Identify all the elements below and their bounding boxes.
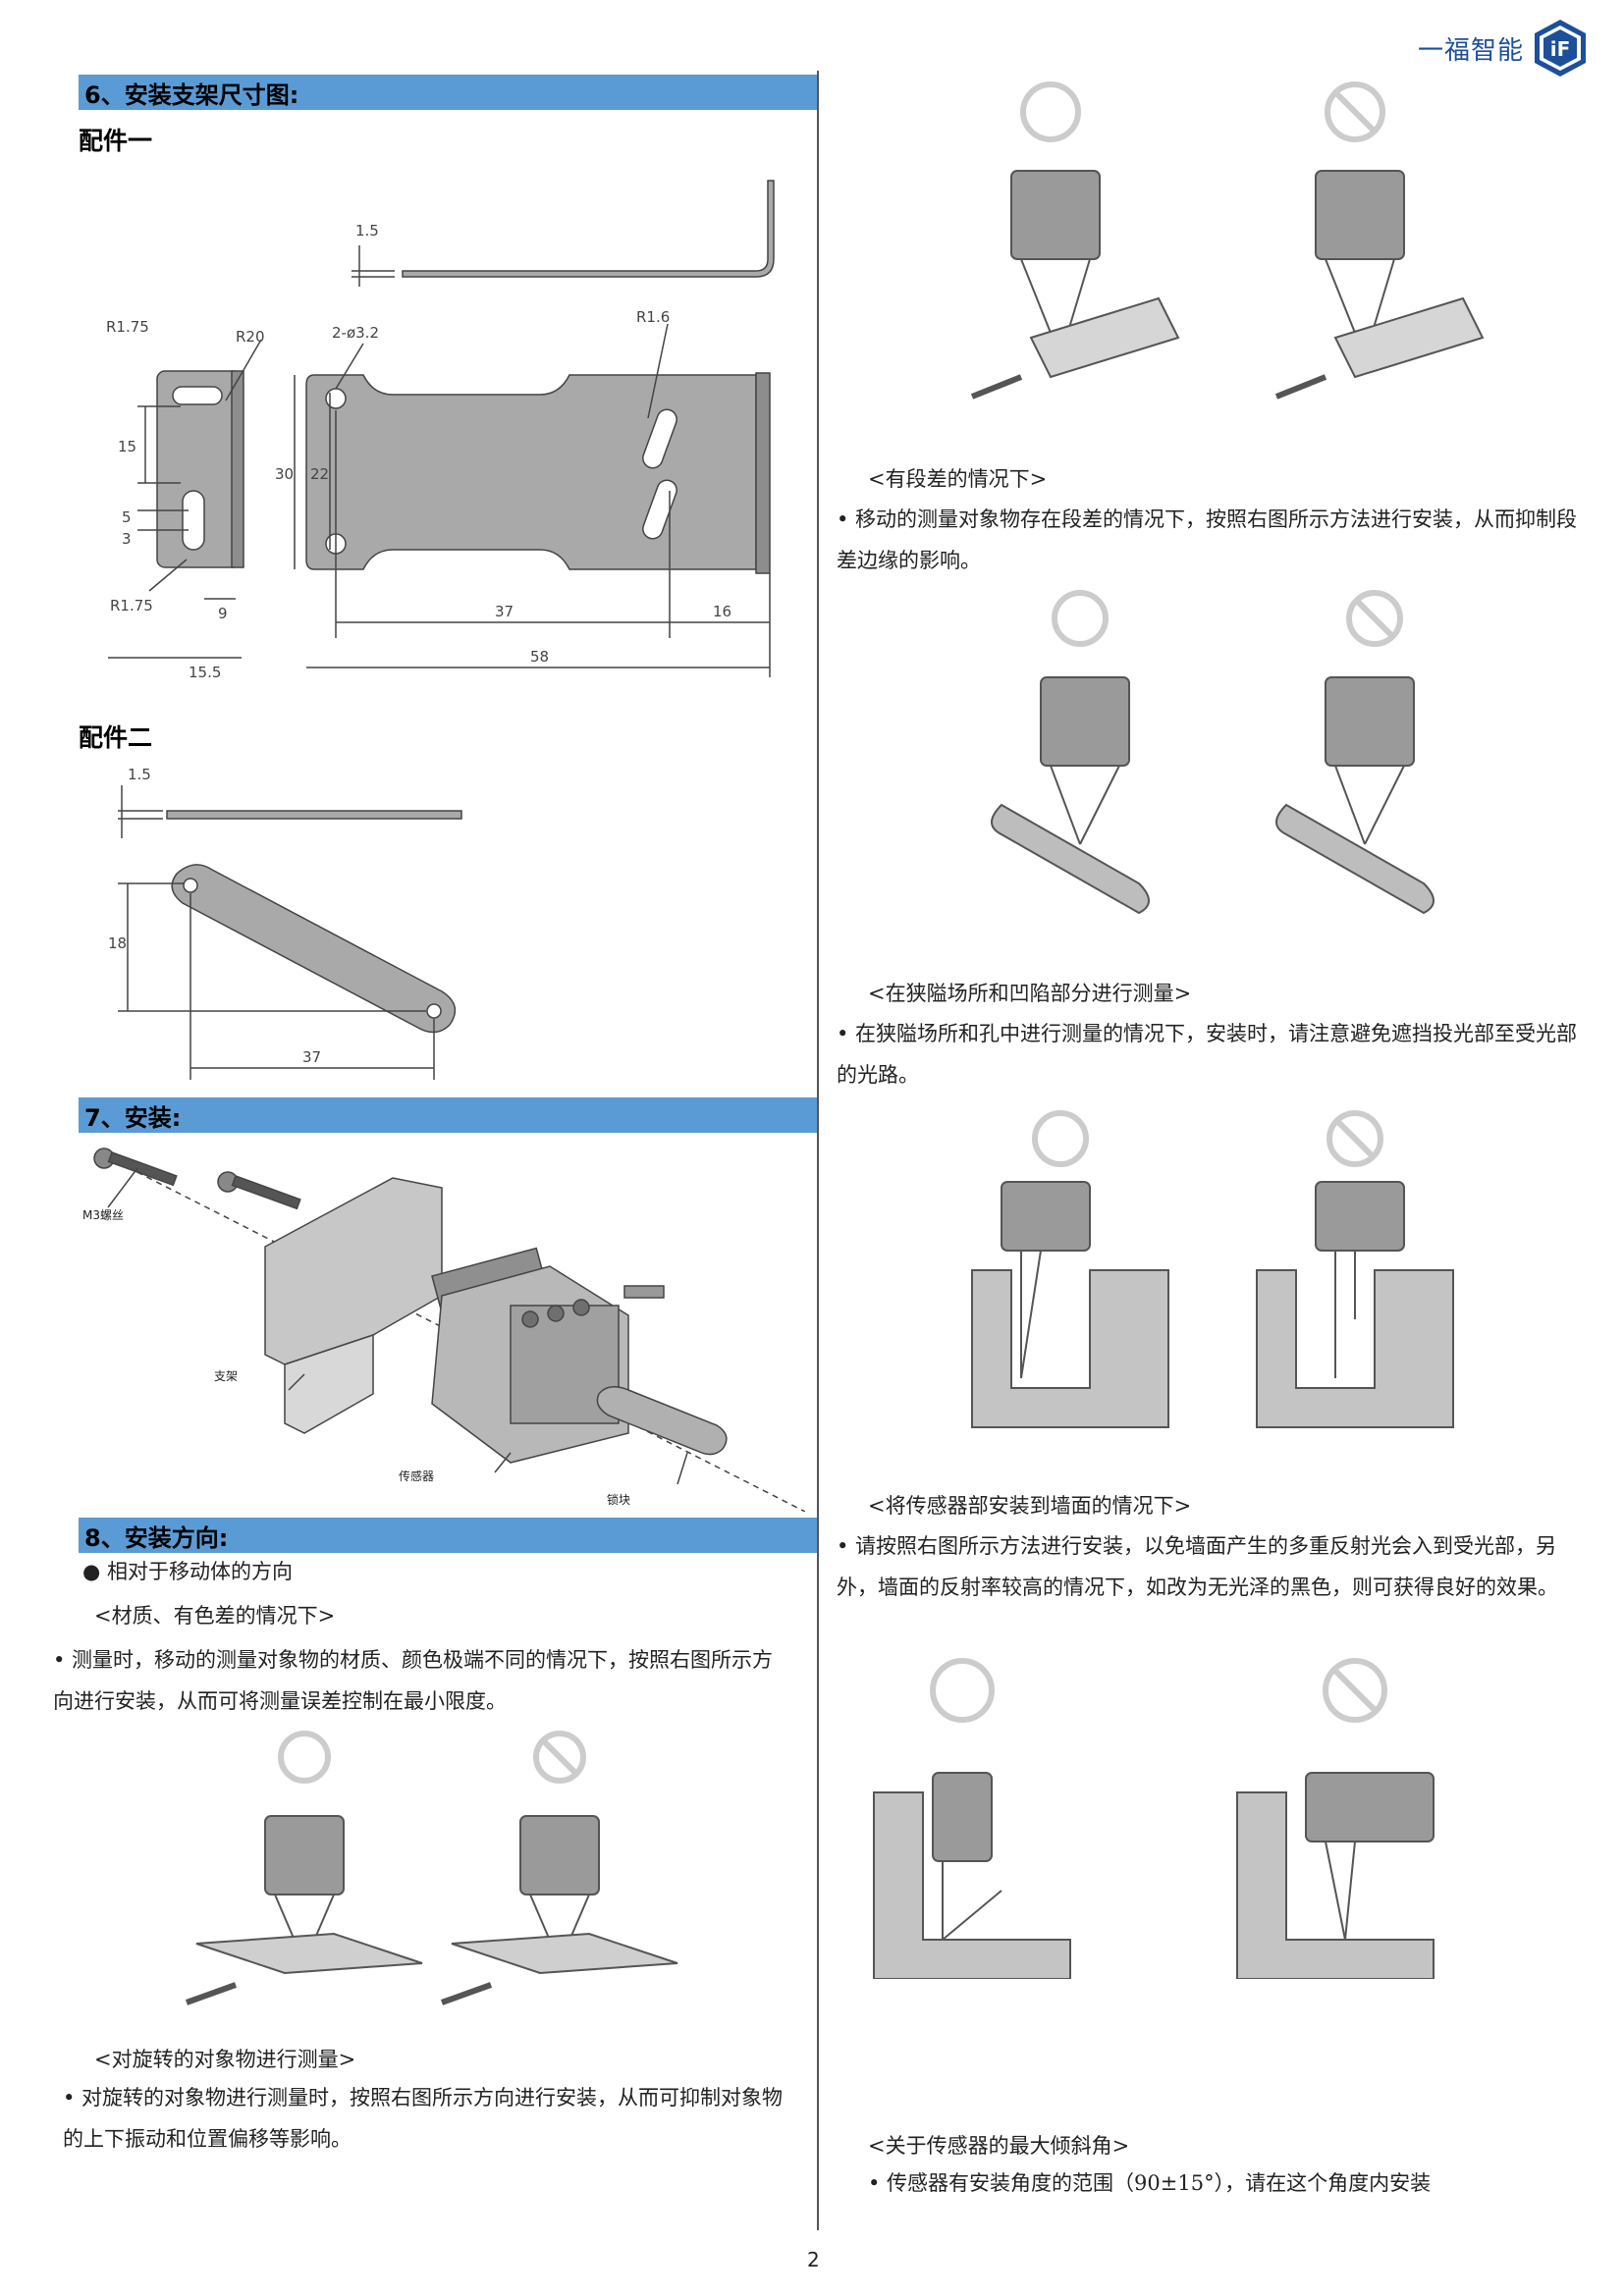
svg-text:锁块: 锁块 [607, 1492, 630, 1507]
brand-text: 一福智能 [1417, 35, 1524, 66]
wall-mount-illustration [873, 1658, 1435, 1979]
ok-circle-icon [278, 1731, 331, 1784]
svg-text:支架: 支架 [214, 1369, 238, 1383]
installation-diagram: M3螺丝 支架 传感器 锁块 [82, 1148, 805, 1512]
tilt-caption: <关于传感器的最大倾斜角> [868, 2134, 1130, 2158]
bullet-dot-icon: ● [82, 1560, 101, 1583]
section-6-title: 6、安装支架尺寸图: [84, 80, 299, 109]
material-text: • 测量时，移动的测量对象物的材质、颜色极端不同的情况下，按照右图所示方向进行安… [53, 1648, 774, 1713]
material-illustration [185, 1731, 678, 2005]
svg-text:3: 3 [122, 530, 132, 548]
step-caption: <有段差的情况下> [868, 467, 1048, 491]
svg-text:37: 37 [302, 1048, 321, 1066]
narrow-text: • 在狭隘场所和孔中进行测量的情况下，安装时，请注意避免遮挡投光部至受光部的光路… [837, 1022, 1578, 1087]
svg-text:R20: R20 [236, 328, 265, 346]
svg-text:58: 58 [530, 648, 549, 666]
narrow-groove-illustration [971, 1110, 1454, 1428]
step-text: • 移动的测量对象物存在段差的情况下，按照右图所示方法进行安装，从而抑制段差边缘… [837, 507, 1578, 572]
section-7-header: 7、安装: [79, 1097, 817, 1133]
svg-text:30: 30 [275, 465, 294, 483]
wall-caption: <将传感器部安装到墙面的情况下> [868, 1494, 1192, 1518]
rotate-caption: <对旋转的对象物进行测量> [94, 2048, 356, 2071]
svg-text:37: 37 [495, 603, 514, 620]
svg-text:R1.75: R1.75 [110, 597, 153, 614]
page-number: 2 [807, 2248, 820, 2271]
svg-text:5: 5 [122, 508, 132, 526]
section-8-title: 8、安装方向: [84, 1523, 229, 1552]
svg-text:18: 18 [108, 934, 127, 952]
section-6-header: 6、安装支架尺寸图: [79, 75, 817, 110]
svg-text:M3螺丝: M3螺丝 [82, 1208, 124, 1222]
svg-text:22: 22 [310, 465, 329, 483]
svg-text:1.5: 1.5 [355, 222, 379, 240]
material-caption: <材质、有色差的情况下> [94, 1604, 336, 1628]
section-8-header: 8、安装方向: [79, 1518, 817, 1553]
svg-text:R1.75: R1.75 [106, 318, 149, 336]
rotating-object-illustration [991, 590, 1435, 915]
svg-text:2-ø3.2: 2-ø3.2 [332, 324, 379, 342]
section-7-title: 7、安装: [84, 1103, 182, 1132]
svg-text:9: 9 [218, 605, 228, 622]
rotate-text: • 对旋转的对象物进行测量时，按照右图所示方向进行安装，从而可抑制对象物的上下振… [63, 2086, 784, 2151]
svg-text:15.5: 15.5 [189, 664, 221, 681]
svg-text:iF: iF [1550, 37, 1571, 61]
brand-logo-icon: iF [1535, 20, 1586, 77]
part2-label: 配件二 [79, 723, 153, 752]
svg-text:R1.6: R1.6 [636, 308, 670, 326]
svg-text:16: 16 [713, 603, 731, 620]
part1-label: 配件一 [79, 127, 153, 155]
ng-circle-icon [533, 1731, 586, 1784]
step-illustration [970, 81, 1485, 400]
svg-text:15: 15 [118, 438, 136, 455]
bracket-part2-drawing: 1.5 18 37 [108, 766, 462, 1080]
column-divider [817, 71, 819, 2230]
brand-header: 一福智能 iF [1418, 18, 1589, 79]
tilt-text: • 传感器有安装角度的范围（90±15°），请在这个角度内安装 [868, 2171, 1432, 2195]
svg-text:传感器: 传感器 [399, 1468, 434, 1483]
bracket-part1-drawing: 1.5 R1.75 R20 2-ø3.2 R1.6 15 5 3 30 22 R… [106, 180, 775, 681]
bullet-heading: ● 相对于移动体的方向 [82, 1560, 294, 1583]
narrow-caption: <在狭隘场所和凹陷部分进行测量> [868, 982, 1192, 1005]
wall-text: • 请按照右图所示方法进行安装，以免墙面产生的多重反射光会入到受光部，另外，墙面… [837, 1534, 1558, 1599]
svg-text:1.5: 1.5 [128, 766, 151, 783]
